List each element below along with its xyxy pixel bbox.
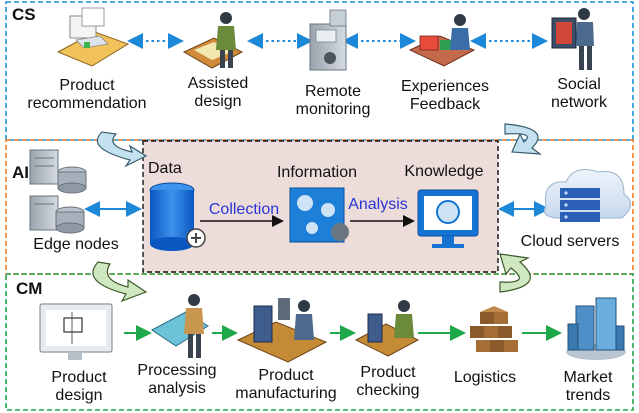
cs-label-remote-monitoring: Remote monitoring: [295, 83, 371, 118]
collection-label: Collection: [208, 201, 280, 218]
market-trends-icon: [566, 297, 626, 360]
cs-label-social-network: Social network: [550, 76, 608, 111]
cloud-servers-label: Cloud servers: [520, 233, 620, 250]
processing-analysis-icon: [151, 294, 209, 358]
product-checking-icon: [354, 300, 420, 357]
cm-label-product-design: Product design: [51, 369, 107, 404]
cloud-servers-icon: [543, 169, 631, 222]
cm-label-market-trends: Market trends: [563, 369, 613, 404]
information-label: Information: [276, 164, 358, 181]
ai-to-cm-curved-arrow: [92, 261, 148, 303]
cm-to-ai-curved-arrow: [499, 253, 531, 293]
knowledge-monitor-icon: [417, 189, 479, 248]
cm-label-processing-analysis: Processing analysis: [137, 362, 217, 397]
social-network-icon: [551, 8, 594, 70]
knowledge-label: Knowledge: [404, 163, 484, 180]
data-label: Data: [148, 160, 182, 177]
cs-label-product-recommendation: Product recommendation: [27, 77, 147, 112]
edge-nodes-icon: [29, 149, 87, 234]
database-icon: [149, 182, 206, 251]
product-recommendation-icon: [56, 7, 130, 67]
experiences-feedback-icon: [408, 14, 476, 67]
logistics-icon: [470, 306, 518, 352]
cm-section-border: [5, 273, 634, 411]
cs-section-label: CS: [12, 5, 36, 24]
cs-to-ai-curved-arrow: [96, 131, 148, 168]
analysis-label: Analysis: [348, 196, 408, 213]
cm-section-label: CM: [16, 279, 43, 298]
cm-label-logistics: Logistics: [453, 369, 517, 386]
remote-monitoring-icon: [309, 9, 347, 71]
product-design-icon: [39, 303, 113, 360]
ai-section-label: AI: [12, 163, 29, 182]
cm-label-product-manufacturing: Product manufacturing: [235, 367, 337, 402]
information-gears-icon: [289, 187, 349, 243]
assisted-design-icon: [182, 12, 244, 69]
cs-label-assisted-design: Assisted design: [187, 75, 249, 110]
cm-label-product-checking: Product checking: [356, 364, 420, 399]
cs-label-experiences-feedback: Experiences Feedback: [400, 78, 490, 113]
product-manufacturing-icon: [236, 298, 328, 363]
ai-to-cs-curved-arrow: [504, 123, 542, 155]
edge-nodes-label: Edge nodes: [33, 236, 119, 253]
cs-section-border: [5, 1, 634, 141]
